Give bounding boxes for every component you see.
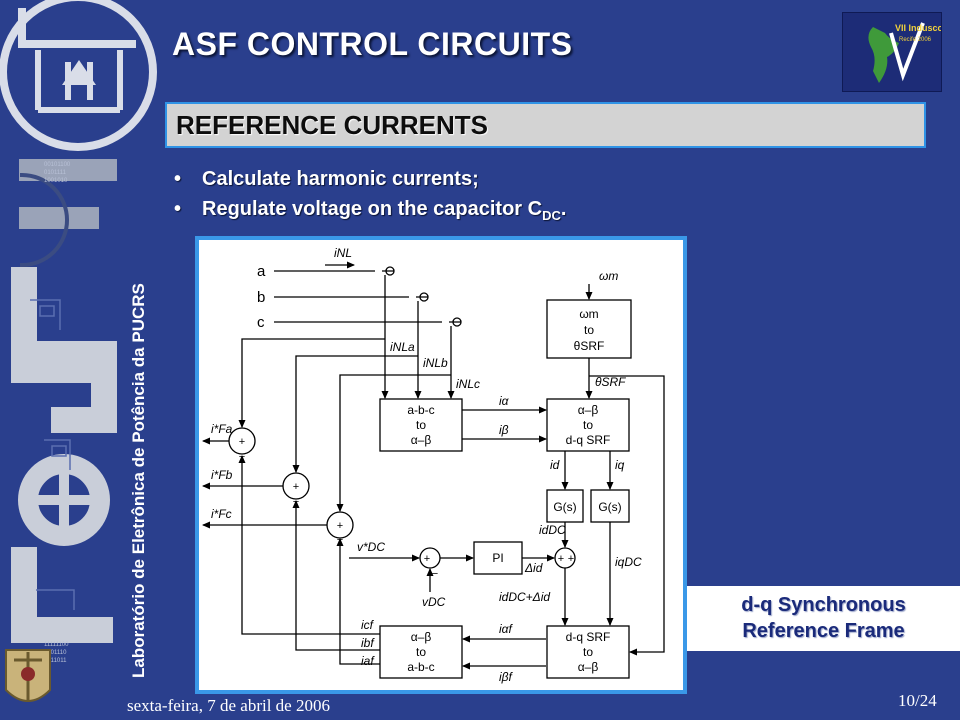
binary-line: 0101111 xyxy=(44,170,67,176)
bullet-item: • Calculate harmonic currents; xyxy=(170,164,566,194)
block-ab-to-dq xyxy=(546,398,630,452)
label-ialphaf: iαf xyxy=(499,622,514,636)
sign: + xyxy=(558,553,564,565)
sign: − xyxy=(337,534,343,546)
label-ifb: i*Fb xyxy=(211,468,233,482)
block-ab-to-abc xyxy=(379,625,463,679)
block-text: d-q SRF xyxy=(566,630,611,644)
block-text: a-b-c xyxy=(407,660,434,674)
label-ifa: i*Fa xyxy=(211,422,233,436)
induscon-logo-graphic: VII Induscon Recife 2006 xyxy=(868,22,949,83)
block-text: ωm xyxy=(579,307,598,321)
block-text: θSRF xyxy=(574,339,605,353)
binary-line: 1011011 xyxy=(44,658,67,664)
branch-a xyxy=(238,338,385,428)
induscon-logo-subtext: Recife 2006 xyxy=(899,37,932,43)
sign: − xyxy=(293,496,299,508)
control-diagram-svg: a b c iNL iNLa iNLb iNLc iα iβ ωm θSRF i… xyxy=(202,246,665,684)
label-inlb: iNLb xyxy=(423,356,448,370)
sign: + xyxy=(337,520,343,532)
label-theta: θSRF xyxy=(595,375,626,389)
branch-c xyxy=(336,374,451,512)
university-crest-icon xyxy=(5,649,51,702)
lab-sidebar: 00101100 0101111 1001010 11111100 010111… xyxy=(0,0,160,720)
block-text: to xyxy=(583,645,593,659)
induscon-logo-text: VII Induscon xyxy=(895,23,941,33)
induscon-logo-icon: VII Induscon Recife 2006 xyxy=(842,12,949,92)
label-ialpha: iα xyxy=(499,394,510,408)
phase-label: a xyxy=(257,263,266,280)
label-iddc-sum: idDC+Δid xyxy=(499,590,550,604)
block-text: G(s) xyxy=(598,500,621,514)
subtitle-bar: REFERENCE CURRENTS xyxy=(165,102,926,148)
bullet-subscript: DC xyxy=(542,208,561,223)
label-vdc: vDC xyxy=(422,595,446,609)
binary-line: 0101110 xyxy=(44,650,67,656)
bullet-text: Regulate voltage on the capacitor C xyxy=(202,198,543,220)
sign: + xyxy=(293,481,299,493)
sign: − xyxy=(239,451,245,463)
slide-title: ASF CONTROL CIRCUITS xyxy=(172,26,573,62)
sign: + xyxy=(239,436,245,448)
bullet-item: • Regulate voltage on the capacitor CDC. xyxy=(170,194,566,224)
slide-date: sexta-feira, 7 de abril de 2006 xyxy=(127,696,330,715)
binary-line: 1001010 xyxy=(44,178,68,184)
binary-text: 00101100 0101111 1001010 11111100 010111… xyxy=(44,162,71,664)
sign: + xyxy=(568,553,574,565)
bullet-dot: • xyxy=(174,198,182,220)
label-iaf: iaf xyxy=(361,654,375,668)
phase-label: c xyxy=(257,314,265,331)
label-iq: iq xyxy=(615,458,625,472)
block-text: α–β xyxy=(578,403,599,417)
lep-monogram-icon xyxy=(0,0,157,151)
branch-b xyxy=(292,355,418,473)
label-wm: ωm xyxy=(599,269,618,283)
label-ifc: i*Fc xyxy=(211,507,232,521)
label-iqdc: iqDC xyxy=(615,555,642,569)
label-ibf: ibf xyxy=(361,636,375,650)
block-text: a-b-c xyxy=(407,403,434,417)
block-text: to xyxy=(416,418,426,432)
caption-line: Reference Frame xyxy=(742,620,905,642)
label-ibetaf: iβf xyxy=(499,670,514,684)
block-text: G(s) xyxy=(553,500,576,514)
lab-name: Laboratório de Eletrônica de Potência da… xyxy=(129,283,148,678)
block-text: to xyxy=(583,418,593,432)
label-id: id xyxy=(550,458,560,472)
block-text: PI xyxy=(492,551,503,565)
label-inla: iNLa xyxy=(390,340,415,354)
label-iddc: idDC xyxy=(539,523,566,537)
page-number: 10/24 xyxy=(898,691,937,710)
bullet-list: • Calculate harmonic currents; • Regulat… xyxy=(170,164,566,224)
sign: − xyxy=(432,568,438,580)
binary-line: 11111100 xyxy=(44,642,69,648)
label-icf: icf xyxy=(361,618,375,632)
label-inlc: iNLc xyxy=(456,377,480,391)
label-inl: iNL xyxy=(334,246,352,260)
block-abc-to-ab xyxy=(379,398,463,452)
binary-line: 00101100 xyxy=(44,162,71,168)
label-vdcref: v*DC xyxy=(357,540,385,554)
block-text: α–β xyxy=(411,630,432,644)
block-text: α–β xyxy=(411,433,432,447)
slide-subtitle: REFERENCE CURRENTS xyxy=(176,110,489,140)
label-delta-id: Δid xyxy=(524,561,543,575)
bullet-suffix: . xyxy=(560,198,567,220)
lepuc-letters-graphic xyxy=(11,159,117,643)
caption-line: d-q Synchronous xyxy=(741,594,906,616)
phase-label: b xyxy=(257,289,265,306)
control-diagram: a b c iNL iNLa iNLb iNLc iα iβ ωm θSRF i… xyxy=(195,236,687,694)
bullet-text: Calculate harmonic currents; xyxy=(202,168,479,190)
sign: + xyxy=(424,553,430,565)
bullet-dot: • xyxy=(174,168,182,190)
circuit-decoration xyxy=(30,299,75,610)
caption-box: d-q Synchronous Reference Frame xyxy=(687,586,960,651)
block-text: d-q SRF xyxy=(566,433,611,447)
block-text: α–β xyxy=(578,660,599,674)
label-ibeta: iβ xyxy=(499,423,509,437)
block-text: to xyxy=(416,645,426,659)
block-text: to xyxy=(584,323,594,337)
